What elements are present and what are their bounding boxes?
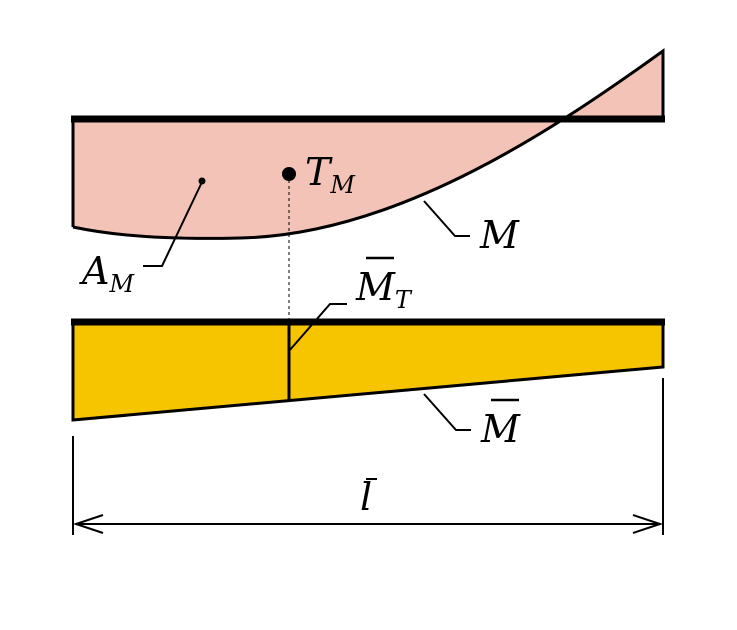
unit-ordinate-label: MT: [355, 265, 413, 314]
moment-diagram-area: [73, 51, 663, 239]
unit-moment-label: M: [480, 407, 521, 451]
dimension-arrow-left: [72, 514, 104, 534]
dimension-arrow-right: [632, 514, 664, 534]
length-label: l: [360, 475, 372, 519]
moment-curve-leader-line: [423, 200, 470, 237]
area-leader-line: [143, 181, 203, 267]
area-reference-dot: [198, 177, 206, 185]
unit-ordinate-leader-line: [288, 303, 347, 352]
centroid-label: TM: [305, 150, 356, 199]
unit-moment-leader-line: [423, 393, 471, 431]
moment-curve-label: M: [479, 213, 520, 257]
area-label: AM: [79, 249, 135, 298]
moment-diagram-curve: [72, 48, 665, 240]
unit-moment-diagram-outline: [71, 322, 665, 422]
unit-moment-diagram-area: [73, 322, 663, 420]
centroid-dot: [282, 167, 296, 181]
